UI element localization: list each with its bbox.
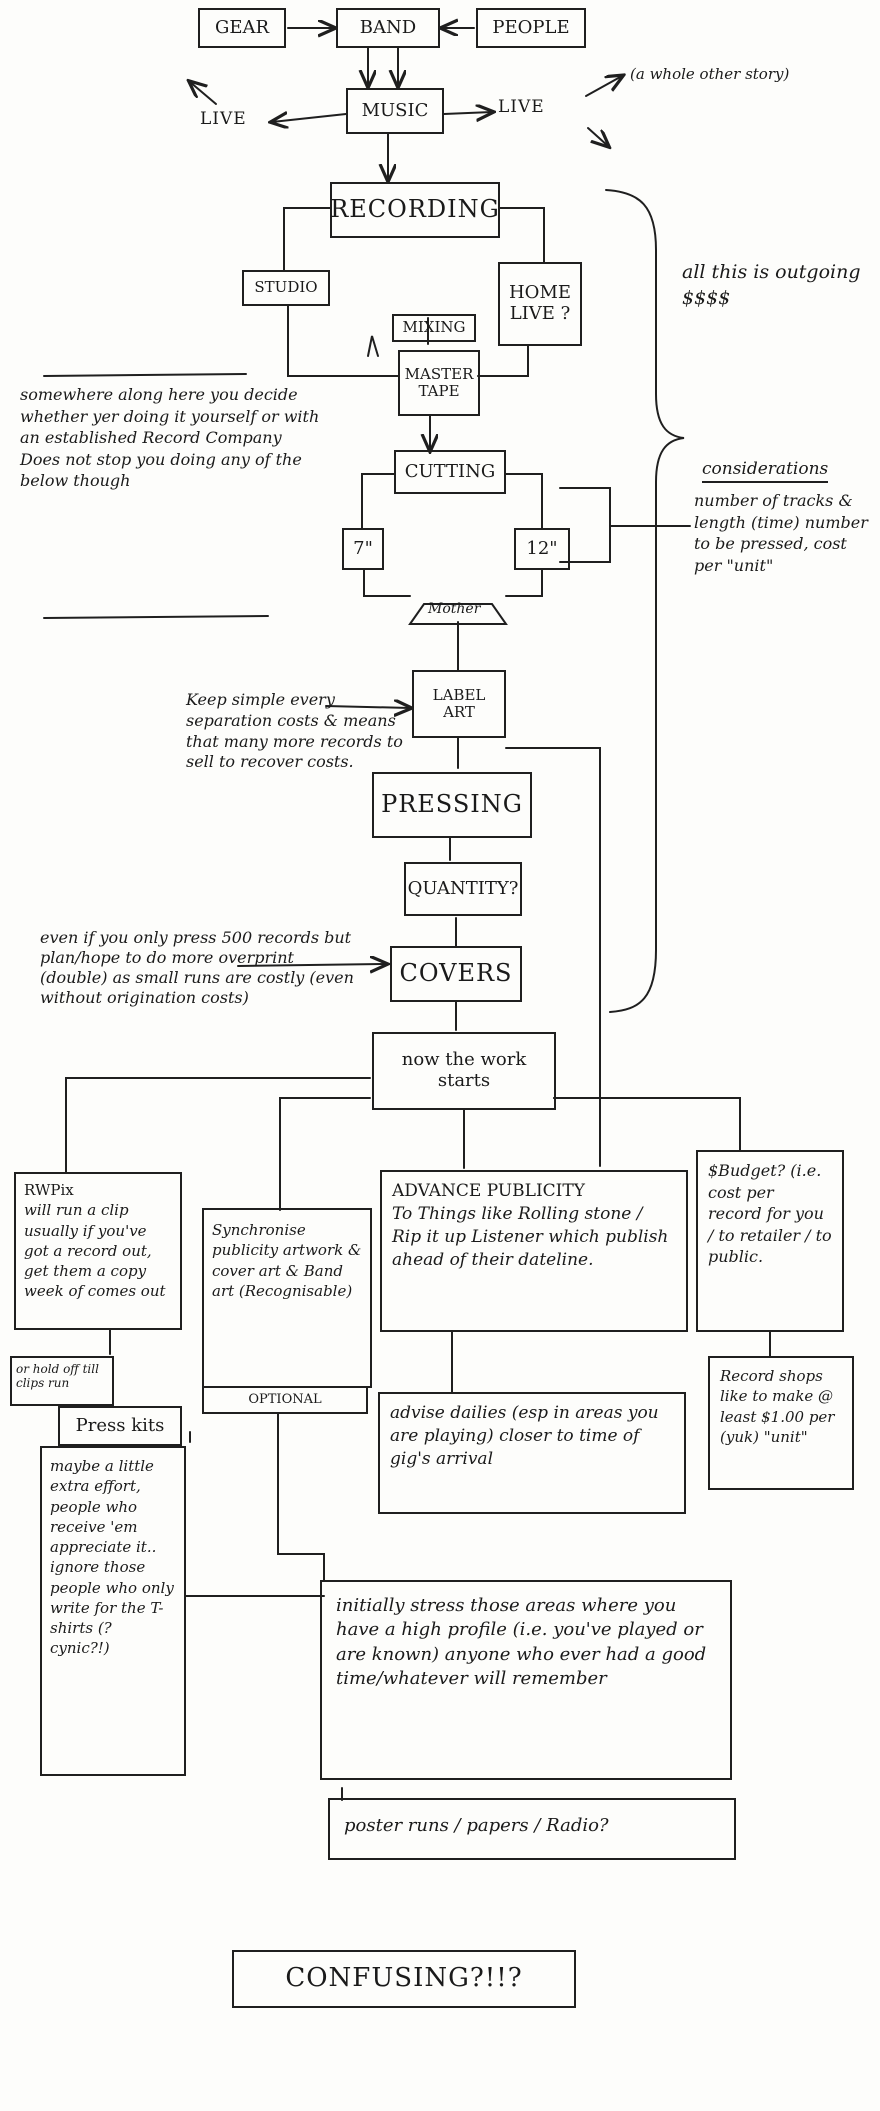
- master-tape-node: MASTER TAPE: [398, 350, 480, 416]
- advance-publicity-title: ADVANCE PUBLICITY: [392, 1181, 585, 1201]
- quantity-label: QUANTITY?: [407, 877, 519, 899]
- considerations-heading: considerations: [702, 458, 829, 483]
- poster-runs-box: poster runs / papers / Radio?: [328, 1798, 736, 1860]
- hold-off-box: or hold off till clips run: [10, 1356, 114, 1406]
- covers-node: COVERS: [390, 946, 522, 1002]
- music-node: MUSIC: [346, 88, 444, 134]
- master-tape-label: MASTER TAPE: [404, 364, 474, 400]
- confusing-label: CONFUSING?!!?: [285, 1963, 523, 1994]
- covers-label: COVERS: [399, 959, 513, 988]
- advance-publicity-box: ADVANCE PUBLICITY To Things like Rolling…: [380, 1170, 688, 1332]
- people-node: PEOPLE: [476, 8, 586, 48]
- rwpix-body: will run a clip usually if you've got a …: [24, 1201, 166, 1301]
- twelve-inch-label: 12": [526, 537, 558, 559]
- studio-label: STUDIO: [254, 278, 318, 297]
- people-label: PEOPLE: [492, 16, 570, 38]
- advance-publicity-body: To Things like Rolling stone / Rip it up…: [392, 1203, 669, 1270]
- gear-node: GEAR: [198, 8, 286, 48]
- recording-label: RECORDING: [330, 195, 500, 224]
- quantity-node: QUANTITY?: [404, 862, 522, 916]
- work-starts-node: now the work starts: [372, 1032, 556, 1110]
- mixing-label: MIXING: [402, 318, 466, 337]
- pressing-label: PRESSING: [381, 790, 523, 819]
- live-left-label: LIVE: [200, 109, 247, 129]
- budget-box: $Budget? (i.e. cost per record for you /…: [696, 1150, 844, 1332]
- music-label: MUSIC: [361, 99, 429, 121]
- label-art-node: LABEL ART: [412, 670, 506, 738]
- outgoing-note: all this is outgoing $$$$: [682, 261, 861, 309]
- optional-label: OPTIONAL: [248, 1391, 322, 1407]
- press-kits-box: maybe a little extra effort, people who …: [40, 1446, 186, 1776]
- confusing-node: CONFUSING?!!?: [232, 1950, 576, 2008]
- work-starts-label: now the work starts: [401, 1049, 527, 1091]
- considerations-title: considerations: [702, 458, 829, 483]
- studio-node: STUDIO: [242, 270, 330, 306]
- band-label: BAND: [359, 16, 417, 38]
- even-if-note: even if you only press 500 records but p…: [40, 928, 354, 1007]
- rwpix-title: RWPix: [24, 1181, 74, 1199]
- considerations-note: number of tracks & length (time) number …: [694, 491, 868, 575]
- press-kits-title: Press kits: [75, 1414, 165, 1436]
- initially-stress-box: initially stress those areas where you h…: [320, 1580, 732, 1780]
- seven-inch-label: 7": [353, 537, 373, 559]
- whole-other-story-note: (a whole other story): [630, 65, 790, 83]
- label-art-label: LABEL ART: [432, 685, 486, 721]
- along-here-note: somewhere along here you decide whether …: [20, 385, 320, 491]
- twelve-inch-node: 12": [514, 528, 570, 570]
- press-kits-title-box: Press kits: [58, 1406, 182, 1446]
- advise-dailies-box: advise dailies (esp in areas you are pla…: [378, 1392, 686, 1514]
- home-live-node: HOME LIVE ?: [498, 262, 582, 346]
- record-shops-box: Record shops like to make @ least $1.00 …: [708, 1356, 854, 1490]
- band-node: BAND: [336, 8, 440, 48]
- rwpix-box: RWPix will run a clip usually if you've …: [14, 1172, 182, 1330]
- keep-simple-note: Keep simple every separation costs & mea…: [186, 690, 403, 772]
- cutting-node: CUTTING: [394, 450, 506, 494]
- recording-node: RECORDING: [330, 182, 500, 238]
- cutting-label: CUTTING: [404, 460, 496, 482]
- gear-label: GEAR: [214, 16, 270, 38]
- mixing-node: MIXING: [392, 314, 476, 342]
- optional-tag: OPTIONAL: [202, 1386, 368, 1414]
- live-right-label: LIVE: [498, 97, 545, 117]
- seven-inch-node: 7": [342, 528, 384, 570]
- home-live-label: HOME LIVE ?: [508, 282, 572, 324]
- pressing-node: PRESSING: [372, 772, 532, 838]
- synchronise-box: Synchronise publicity artwork & cover ar…: [202, 1208, 372, 1388]
- mother-label: Mother: [428, 601, 481, 617]
